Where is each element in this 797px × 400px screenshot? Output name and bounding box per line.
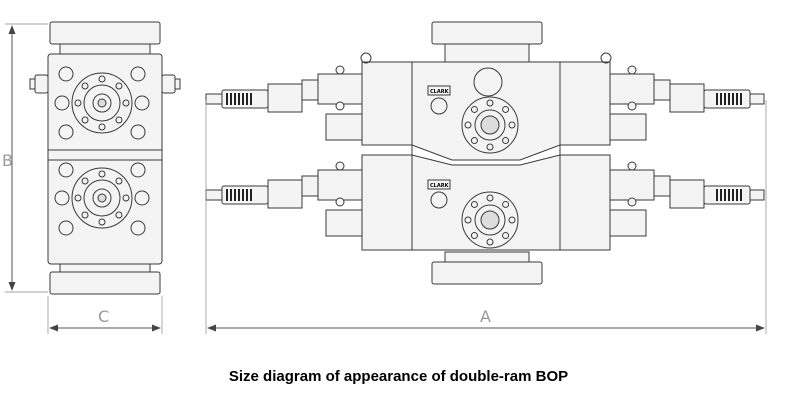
- flange-bolt: [464, 121, 472, 129]
- rod-grip-rib: [720, 93, 722, 105]
- flange-bolt: [470, 105, 478, 113]
- rod-grip-rib: [238, 93, 240, 105]
- rod-grip-rib: [250, 93, 252, 105]
- face-bolt: [115, 116, 123, 124]
- rod-grip-rib: [242, 93, 244, 105]
- rod-grip-rib: [728, 189, 730, 201]
- rod-grip-rib: [246, 93, 248, 105]
- flange-bolt: [502, 105, 510, 113]
- rod-grip-rib: [724, 93, 726, 105]
- brand-label-lower: CLARK: [430, 183, 450, 189]
- bonnet-bolt: [130, 220, 146, 236]
- flange-bolt: [470, 200, 478, 208]
- actuator-bolt: [335, 65, 345, 75]
- rod-grip-rib: [234, 93, 236, 105]
- side-view: [29, 21, 181, 295]
- bonnet-bolt: [54, 95, 70, 111]
- face-bolt: [81, 116, 89, 124]
- rod-grip-rib: [242, 189, 244, 201]
- face-bolt: [115, 177, 123, 185]
- rod-grip-rib: [238, 189, 240, 201]
- bonnet-bolt: [58, 162, 74, 178]
- flange-bolt: [502, 232, 510, 240]
- brand-label-upper: CLARK: [430, 89, 450, 95]
- rod-grip-rib: [246, 189, 248, 201]
- flange-bolt: [508, 216, 516, 224]
- rod-grip-rib: [230, 93, 232, 105]
- bonnet-bolt: [134, 190, 150, 206]
- rod-grip-rib: [740, 189, 742, 201]
- bonnet-bolt: [130, 66, 146, 82]
- face-bolt: [81, 211, 89, 219]
- flange-bolt: [508, 121, 516, 129]
- rod-grip-rib: [720, 189, 722, 201]
- rod-grip-rib: [234, 189, 236, 201]
- actuator-bolt: [335, 161, 345, 171]
- actuator-bolt: [335, 101, 345, 111]
- face-bolt: [122, 99, 130, 107]
- rod-grip-rib: [230, 189, 232, 201]
- dimension-b: B: [2, 23, 48, 293]
- flange-bolt: [486, 99, 494, 107]
- face-bolt: [98, 75, 106, 83]
- rod-grip-rib: [226, 189, 228, 201]
- face-bolt: [98, 123, 106, 131]
- dimension-c-label: C: [98, 307, 109, 326]
- flange-bolt: [502, 200, 510, 208]
- dimension-a: A: [205, 100, 767, 334]
- rod-grip-rib: [250, 189, 252, 201]
- actuator-bolt: [627, 197, 637, 207]
- bonnet-bolt: [130, 124, 146, 140]
- rod-grip-rib: [716, 189, 718, 201]
- figure-caption: Size diagram of appearance of double-ram…: [228, 368, 569, 385]
- rod-grip-rib: [740, 93, 742, 105]
- actuator-bolt: [335, 197, 345, 207]
- rod-grip-rib: [736, 189, 738, 201]
- flange-bolt: [486, 194, 494, 202]
- bonnet-bolt: [54, 190, 70, 206]
- rod-grip-rib: [724, 189, 726, 201]
- bonnet-bolt: [58, 66, 74, 82]
- dimension-c: C: [47, 296, 163, 334]
- face-bolt: [81, 177, 89, 185]
- rod-grip-rib: [716, 93, 718, 105]
- bonnet-bolt: [134, 95, 150, 111]
- actuator-bolt: [627, 161, 637, 171]
- flange-bolt: [502, 137, 510, 145]
- flange-bolt: [486, 238, 494, 246]
- dimension-b-label: B: [2, 151, 13, 170]
- rod-grip-rib: [226, 93, 228, 105]
- actuator-bolt: [627, 65, 637, 75]
- face-bolt: [115, 211, 123, 219]
- face-bolt: [122, 194, 130, 202]
- rod-grip-rib: [732, 189, 734, 201]
- face-bolt: [98, 170, 106, 178]
- rod-grip-rib: [736, 93, 738, 105]
- actuator-bolt: [627, 101, 637, 111]
- face-bolt: [98, 218, 106, 226]
- rod-grip-rib: [728, 93, 730, 105]
- flange-bolt: [470, 232, 478, 240]
- bonnet-bolt: [130, 162, 146, 178]
- face-bolt: [115, 82, 123, 90]
- rod-grip-rib: [732, 93, 734, 105]
- flange-bolt: [486, 143, 494, 151]
- bonnet-bolt: [58, 220, 74, 236]
- face-bolt: [81, 82, 89, 90]
- front-view: [205, 21, 765, 285]
- face-bolt: [74, 194, 82, 202]
- dimension-a-label: A: [480, 307, 491, 326]
- bonnet-bolt: [58, 124, 74, 140]
- flange-bolt: [464, 216, 472, 224]
- face-bolt: [74, 99, 82, 107]
- flange-bolt: [470, 137, 478, 145]
